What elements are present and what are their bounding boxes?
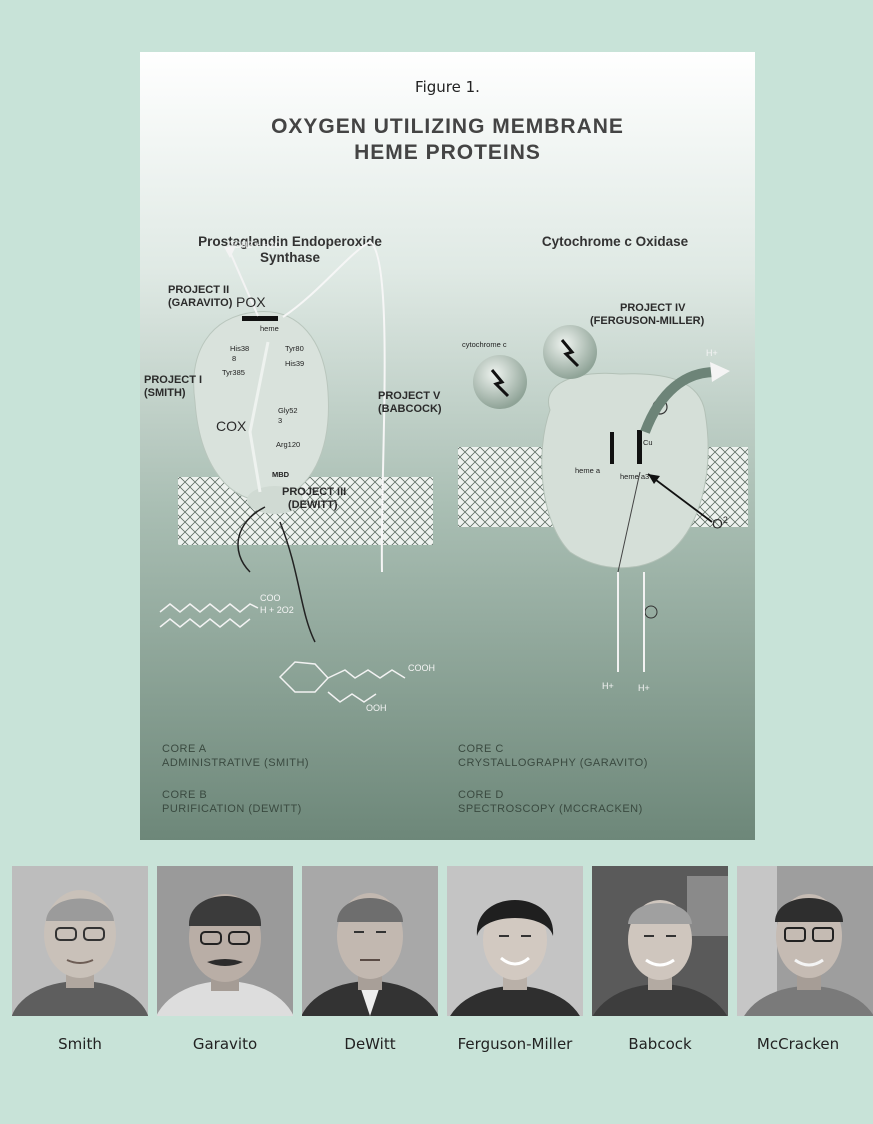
name-mccracken: McCracken (756, 1035, 840, 1053)
heme-a3-label: heme a3 (620, 472, 650, 481)
name-ferguson-miller: Ferguson-Miller (457, 1035, 573, 1053)
core-d-title: CORE D (458, 789, 504, 801)
project-iii-name: (DEWITT) (288, 499, 338, 511)
portrait-dewitt (302, 866, 438, 1016)
portrait-ferguson-miller (447, 866, 583, 1016)
arg120-label: Arg120 (276, 440, 301, 449)
cox-label: COX (216, 418, 247, 434)
arachidonic-acid (159, 603, 259, 613)
cooh-label: COOH (408, 663, 435, 673)
oxidase-protein (541, 372, 709, 569)
his39-label: His39 (285, 359, 305, 368)
pghs-protein (193, 311, 329, 502)
project-ii-name: (GARAVITO) (168, 297, 233, 309)
project-v-label: PROJECT V (378, 390, 441, 402)
left-heading-line1: Prostaglandin Endoperoxide (198, 234, 382, 249)
core-b: CORE B PURIFICATION (DEWITT) (162, 788, 302, 816)
figure-title-line1: OXYGEN UTILIZING MEMBRANE (271, 115, 624, 138)
pgg2-structure (278, 661, 330, 693)
core-a-desc: ADMINISTRATIVE (SMITH) (162, 757, 310, 769)
heme-a-label: heme a (575, 466, 601, 475)
name-garavito: Garavito (192, 1035, 258, 1053)
tyr385-label: Tyr385 (222, 368, 245, 377)
heme-a3-bar (637, 430, 642, 464)
core-b-desc: PURIFICATION (DEWITT) (162, 803, 302, 815)
left-heading-line2: Synthase (259, 250, 321, 265)
h2o2-label: H + 2O2 (260, 605, 294, 615)
core-c: CORE C CRYSTALLOGRAPHY (GARAVITO) (458, 742, 648, 770)
project-iii-label: PROJECT III (282, 486, 347, 498)
heme-a-bar (610, 432, 614, 464)
o2-label: O2 (712, 514, 728, 531)
pox-label: POX (236, 294, 266, 310)
diagram-svg (159, 240, 748, 703)
figure-title-line2: HEME PROTEINS (354, 141, 541, 164)
hplus-left-label: H+ (602, 681, 614, 691)
name-smith: Smith (58, 1035, 102, 1053)
his388b-label: 8 (232, 354, 237, 363)
project-iv-name: (FERGUSON-MILLER) (590, 315, 705, 327)
core-c-desc: CRYSTALLOGRAPHY (GARAVITO) (458, 757, 648, 769)
name-babcock: Babcock (628, 1035, 692, 1053)
cytochrome-c-label: cytochrome c (462, 340, 507, 349)
core-a-title: CORE A (162, 743, 207, 755)
core-d-desc: SPECTROSCOPY (MCCRACKEN) (458, 803, 643, 815)
heme-label-left: heme (260, 324, 279, 333)
portrait-mccracken (737, 866, 873, 1016)
gly52b-label: 3 (278, 416, 283, 425)
o2-text: O (712, 515, 723, 532)
coo-label: COO (260, 593, 281, 603)
pghs-heme-bar (242, 316, 278, 321)
hplus-top-label: H+ (706, 348, 718, 358)
portrait-row (12, 866, 873, 1016)
core-a: CORE A ADMINISTRATIVE (SMITH) (162, 742, 309, 770)
project-iv-label: PROJECT IV (620, 302, 686, 314)
left-membrane (178, 477, 433, 545)
figure-label: Figure 1. (415, 78, 480, 96)
name-dewitt: DeWitt (344, 1035, 396, 1053)
project-ii-label: PROJECT II (168, 284, 230, 296)
project-i-name: (SMITH) (144, 387, 186, 399)
core-c-title: CORE C (458, 743, 504, 755)
mbd-label: MBD (272, 470, 290, 479)
left-heading: Prostaglandin Endoperoxide Synthase (160, 234, 420, 266)
portrait-smith (12, 866, 148, 1016)
project-i-label: PROJECT I (144, 374, 203, 386)
figure-title: OXYGEN UTILIZING MEMBRANE HEME PROTEINS (140, 114, 755, 166)
portrait-garavito (157, 866, 293, 1016)
figure-panel: Figure 1. OXYGEN UTILIZING MEMBRANE HEME… (140, 52, 755, 840)
core-d: CORE D SPECTROSCOPY (MCCRACKEN) (458, 788, 643, 816)
project-v-name: (BABCOCK) (378, 403, 442, 415)
core-b-title: CORE B (162, 789, 208, 801)
hplus-right-label: H+ (638, 683, 650, 693)
his388-label: His38 (230, 344, 250, 353)
gly52-label: Gly52 (278, 406, 298, 415)
ooh-label: OOH (366, 703, 387, 713)
cu-label: Cu (643, 438, 653, 447)
o2-subscript: 2 (722, 515, 728, 525)
tyr80-label: Tyr80 (285, 344, 304, 353)
mbd-domain (247, 486, 303, 514)
pgh2-label: PGH2 + H2O (228, 240, 282, 250)
portrait-babcock (592, 866, 728, 1016)
right-heading: Cytochrome c Oxidase (541, 234, 689, 249)
